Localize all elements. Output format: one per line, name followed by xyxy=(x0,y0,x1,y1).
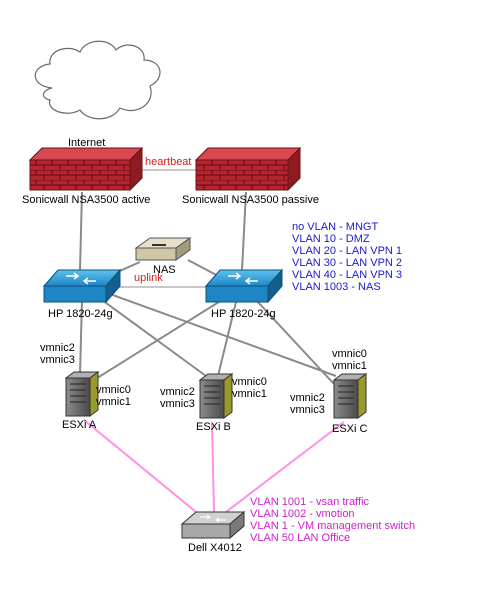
vlan-blue-item: VLAN 20 - LAN VPN 1 xyxy=(292,245,402,257)
firewall-passive-icon xyxy=(194,146,302,192)
switch-left-label: HP 1820-24g xyxy=(48,308,113,320)
link-esxi-a-dell xyxy=(83,419,197,513)
vlan-blue-item: no VLAN - MNGT xyxy=(292,221,378,233)
heartbeat-label: heartbeat xyxy=(145,156,191,168)
links xyxy=(79,169,345,513)
vlan-blue-item: VLAN 30 - LAN VPN 2 xyxy=(292,257,402,269)
nic-label: vmnic0 xyxy=(232,376,267,388)
esxi-b-server-icon xyxy=(198,373,234,419)
esxi-a-label: ESXi A xyxy=(62,419,97,431)
link-switch-left-esxi-a xyxy=(79,299,83,375)
internet-cloud-icon xyxy=(34,40,161,120)
nas-icon xyxy=(134,237,192,261)
link-switch-right-esxi-c xyxy=(255,299,335,385)
nic-label: vmnic0 xyxy=(332,348,367,360)
vlan-blue-item: VLAN 10 - DMZ xyxy=(292,233,370,245)
link-fw-passive-switch-right xyxy=(241,191,247,271)
dell-switch-icon xyxy=(180,510,246,540)
nic-label: vmnic1 xyxy=(332,360,367,372)
nic-label: vmnic0 xyxy=(96,384,131,396)
nic-label: vmnic3 xyxy=(290,404,325,416)
link-switch-left-esxi-c xyxy=(109,293,337,377)
internet-label: Internet xyxy=(68,137,105,149)
link-esxi-c-dell xyxy=(225,421,345,513)
switch-left-icon xyxy=(42,268,122,304)
nic-label: vmnic2 xyxy=(290,392,325,404)
nic-label: vmnic3 xyxy=(40,354,75,366)
nic-label: vmnic1 xyxy=(96,396,131,408)
vlan-list-magenta: VLAN 1001 - vsan traffic VLAN 1002 - vmo… xyxy=(250,496,415,544)
uplink-label: uplink xyxy=(134,272,163,284)
esxi-b-label: ESXi B xyxy=(196,421,231,433)
switch-right-icon xyxy=(204,268,284,304)
firewall-active-icon xyxy=(28,146,144,192)
vlan-magenta-item: VLAN 1002 - vmotion xyxy=(250,508,355,520)
vlan-blue-item: VLAN 1003 - NAS xyxy=(292,281,381,293)
dell-label: Dell X4012 xyxy=(188,542,242,554)
nic-label: vmnic3 xyxy=(160,398,195,410)
nic-label: vmnic2 xyxy=(160,386,195,398)
link-esxi-b-dell xyxy=(211,423,215,513)
esxi-a-server-icon xyxy=(64,371,100,417)
vlan-blue-item: VLAN 40 - LAN VPN 3 xyxy=(292,269,402,281)
vlan-magenta-item: VLAN 1 - VM management switch xyxy=(250,520,415,532)
link-fw-active-switch-left xyxy=(79,191,83,271)
firewall-active-label: Sonicwall NSA3500 active xyxy=(22,194,150,206)
link-switch-right-esxi-a xyxy=(93,299,223,381)
switch-right-label: HP 1820-24g xyxy=(211,308,276,320)
link-switch-left-esxi-b xyxy=(101,299,207,377)
nic-label: vmnic1 xyxy=(232,388,267,400)
link-switch-right-esxi-b xyxy=(217,301,237,377)
vlan-list-blue: no VLAN - MNGT VLAN 10 - DMZ VLAN 20 - L… xyxy=(292,221,402,293)
vlan-magenta-item: VLAN 1001 - vsan traffic xyxy=(250,496,370,508)
vlan-magenta-item: VLAN 50 LAN Office xyxy=(250,532,350,544)
esxi-c-server-icon xyxy=(332,373,368,419)
esxi-c-label: ESXi C xyxy=(332,423,368,435)
firewall-passive-label: Sonicwall NSA3500 passive xyxy=(182,194,319,206)
nic-label: vmnic2 xyxy=(40,342,75,354)
nas-label: NAS xyxy=(153,264,176,276)
